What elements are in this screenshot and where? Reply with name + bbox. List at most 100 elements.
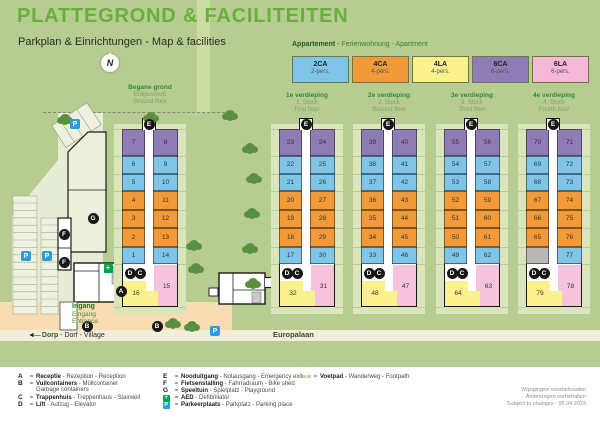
panel-divider — [353, 228, 361, 229]
playground-area — [67, 131, 107, 253]
legend-key-letter: F — [163, 380, 167, 387]
entrance-label: Ingang Eingang Entrance — [72, 303, 99, 325]
unit-label: 16 — [132, 290, 140, 297]
legend-text: Lift - Aufzug - Elevator — [36, 401, 97, 408]
legend-item-parkeerplaats: P=Parkeerplaats - Parkplatz - Parking pl… — [163, 401, 293, 409]
tree-icon — [189, 240, 199, 249]
unit-cell — [526, 246, 549, 264]
legend-item-receptie: A=Receptie - Rezeption - Reception — [18, 373, 126, 380]
parking-badge-top: P — [70, 119, 80, 129]
legend-item-trappenhuis: C=Trappenhuis - Treppenhaus - Stairwell — [18, 394, 141, 401]
unit-cell: 22 — [279, 156, 302, 174]
legend-key-letter: G — [163, 387, 169, 394]
apartment-type-code: 6LA — [553, 61, 568, 68]
unit-cell: 61 — [475, 228, 500, 247]
panel-divider — [582, 129, 590, 130]
legend-text: Nooduitgang - Notausgang - Emergency exi… — [181, 373, 303, 380]
panel-divider — [582, 228, 590, 229]
panel-divider — [436, 246, 444, 248]
stairwell-badge: C — [291, 267, 303, 279]
legend-key-letter: D — [18, 401, 23, 408]
unit-cell: 74 — [557, 191, 582, 210]
unit-cell: 23 — [279, 129, 302, 156]
panel-divider — [417, 228, 425, 229]
unit-cell: 3 — [122, 209, 145, 228]
stairwell-badge: C — [538, 267, 550, 279]
unit-label: 64 — [454, 290, 462, 297]
unit-cell: 44 — [392, 209, 417, 228]
unit-cell: 38 — [361, 156, 384, 174]
lift-badge: D — [446, 267, 458, 279]
legend-item-voetpad: =Voetpad - Wanderweg - Footpath — [302, 373, 409, 380]
parking-badge-south: P — [210, 326, 220, 336]
panel-divider — [417, 209, 425, 211]
garbage-badge: B — [81, 320, 93, 332]
footpath-stripe — [197, 0, 210, 113]
panel-divider — [500, 191, 508, 192]
panel-divider — [178, 129, 186, 130]
panel-divider — [500, 228, 508, 229]
floor-label-line: 4. Stock — [543, 99, 565, 106]
unit-label: 15 — [162, 283, 171, 290]
floor-label-line: Third floor — [458, 106, 486, 113]
unit-cell: 59 — [475, 191, 500, 210]
panel-divider — [417, 156, 425, 157]
bike-shed-badge: F — [58, 256, 70, 268]
unit-cell-pink: 63 — [476, 265, 499, 306]
panel-divider — [518, 246, 526, 248]
legend-item-lift: D=Lift - Aufzug - Elevator — [18, 401, 97, 408]
panel-divider — [271, 129, 279, 130]
panel-divider — [582, 156, 590, 157]
panel-divider — [114, 173, 122, 175]
unit-cell: 14 — [153, 246, 178, 264]
unit-cell: 29 — [310, 228, 335, 247]
legend-item-fietsenstalling: F=Fietsenstalling - Fahrradraum - Bike s… — [163, 380, 295, 387]
stairwell-badge: C — [134, 267, 146, 279]
panel-divider — [417, 307, 425, 308]
unit-cell: 66 — [526, 209, 549, 228]
apartment-type-capacity: 6-pers. — [551, 69, 570, 75]
apartment-type-capacity: 2-pers. — [311, 69, 330, 75]
legend-text-line2: Garbage containers — [36, 387, 89, 393]
reception-badge: A — [115, 285, 127, 297]
footpath-icon — [302, 373, 311, 380]
panel-divider — [114, 307, 122, 308]
unit-cell: 24 — [310, 129, 335, 156]
bike-shed-badge: F — [58, 228, 70, 240]
panel-divider — [271, 156, 279, 157]
legend-item-speeltuin: G=Speeltuin - Spielplatz - Playground — [163, 387, 276, 394]
parking-icon: P — [163, 402, 170, 409]
apartment-legend-title: Appartement - Ferienwohnung - Apartment — [292, 41, 428, 48]
unit-cell: 54 — [444, 156, 467, 174]
garbage-badge: B — [151, 320, 163, 332]
unit-cell: 55 — [444, 129, 467, 156]
unit-label: 32 — [289, 290, 297, 297]
panel-divider — [582, 264, 590, 265]
panel-divider — [353, 191, 361, 192]
unit-label: 79 — [536, 290, 544, 297]
panel-divider — [271, 264, 279, 265]
unit-cell: 6 — [122, 156, 145, 174]
left-arrow-icon: ◄— — [28, 332, 41, 339]
tree-icon — [146, 112, 156, 121]
unit-cell-pink: 31 — [311, 265, 334, 306]
floor-label-line: Erdgeschoß — [133, 91, 167, 98]
panel-divider — [335, 228, 343, 229]
apartment-type-capacity: 6-pers. — [491, 69, 510, 75]
panel-divider — [518, 129, 526, 130]
panel-divider — [178, 191, 186, 192]
unit-cell: 1 — [122, 246, 145, 264]
unit-cell: 30 — [310, 246, 335, 264]
apartment-type-code: 6CA — [493, 61, 508, 68]
panel-divider — [582, 173, 590, 175]
panel-divider — [271, 228, 279, 229]
unit-cell: 68 — [526, 173, 549, 191]
unit-cell: 17 — [279, 246, 302, 264]
apartment-type-code: 2CA — [313, 61, 328, 68]
legend-text: Voetpad - Wanderweg - Footpath — [320, 373, 410, 380]
